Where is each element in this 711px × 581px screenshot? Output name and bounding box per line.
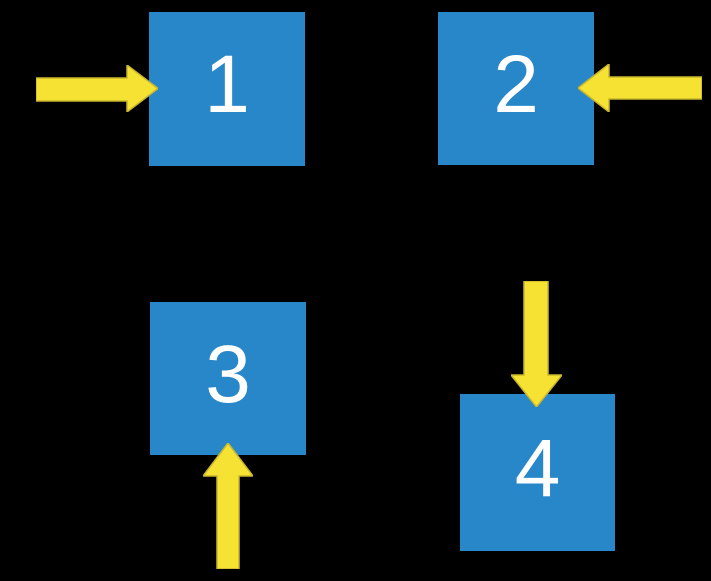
square-1: 1 — [149, 12, 305, 166]
square-3: 3 — [150, 302, 306, 455]
square-2: 2 — [438, 12, 594, 165]
square-4-label: 4 — [514, 422, 561, 514]
arrow-right-shape — [36, 65, 158, 112]
arrow-down-icon — [511, 281, 562, 407]
arrow-down-shape — [511, 281, 562, 407]
arrow-left-icon — [578, 64, 702, 112]
arrow-up-icon — [203, 443, 253, 569]
square-4: 4 — [460, 394, 615, 551]
arrow-up-shape — [203, 443, 253, 569]
square-2-label: 2 — [493, 38, 539, 130]
square-1-label: 1 — [204, 39, 250, 130]
arrow-left-shape — [578, 64, 702, 112]
square-3-label: 3 — [205, 328, 251, 420]
arrow-right-icon — [36, 65, 158, 112]
